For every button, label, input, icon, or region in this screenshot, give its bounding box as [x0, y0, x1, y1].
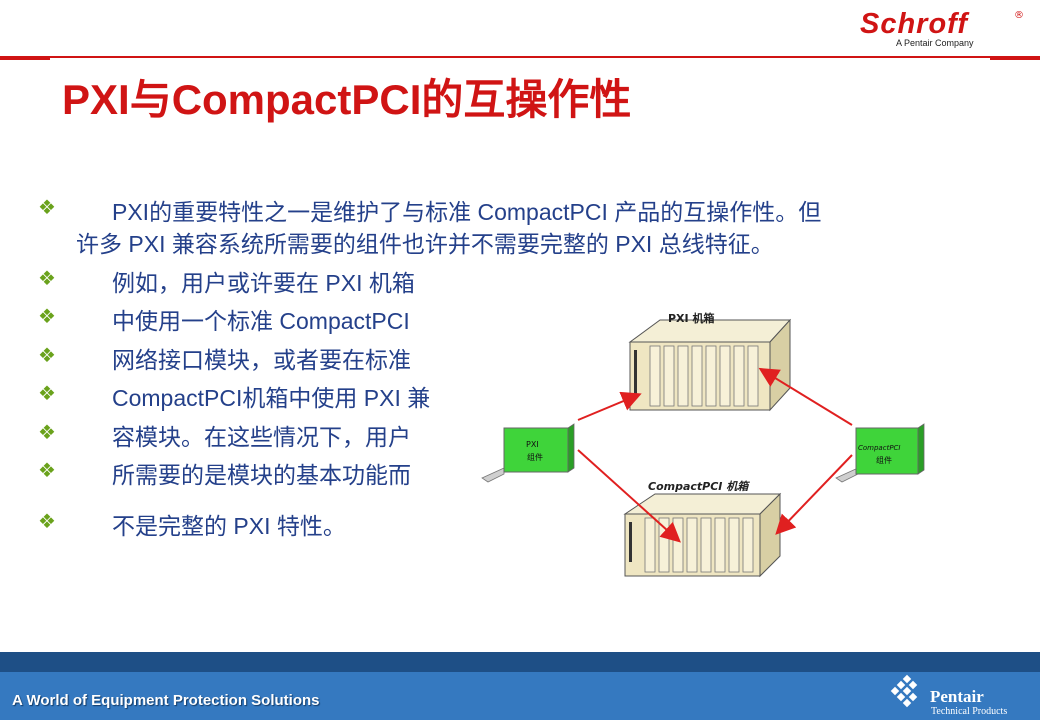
- header-rule: [0, 56, 1040, 58]
- bullet-text: 网络接口模块，或者要在标准: [112, 347, 411, 373]
- arrow-pxi-module-to-cpci-chassis: [577, 449, 681, 543]
- footer-bar: [0, 672, 1040, 720]
- bullet-text: PXI的重要特性之一是维护了与标准 CompactPCI 产品的互操作性。但: [112, 199, 822, 225]
- bullet-diamond-icon: ❖: [38, 304, 56, 328]
- bullet-diamond-icon: ❖: [38, 195, 56, 219]
- arrow-cpci-module-to-cpci-chassis: [775, 454, 853, 535]
- bullet-diamond-icon: ❖: [38, 458, 56, 482]
- schroff-logo: Schroff ® A Pentair Company: [860, 8, 1030, 52]
- diagram-backdrop: [470, 255, 490, 495]
- compactpci-chassis: [623, 492, 782, 578]
- bullet-text: CompactPCI机箱中使用 PXI 兼: [112, 385, 431, 411]
- compactpci-chassis-label: CompactPCI 机箱: [648, 480, 750, 493]
- footer-slogan: A World of Equipment Protection Solution…: [12, 692, 320, 709]
- compactpci-module: [835, 423, 925, 483]
- interoperability-diagram: PXI 机箱 CompactPCI 机箱 PXI 组件 CompactPCI 组…: [481, 311, 925, 578]
- bullet-text: 容模块。在这些情况下，用户: [112, 424, 411, 450]
- header-rule-right-accent: [990, 58, 1040, 60]
- bullet-diamond-icon: ❖: [38, 343, 56, 367]
- pentair-logo-icon: [890, 674, 918, 708]
- logo-brand: Schroff: [860, 8, 968, 40]
- footer-top-strip: [0, 652, 1040, 672]
- pxi-module-label-2: 组件: [527, 452, 543, 462]
- bullet-text: 所需要的是模块的基本功能而: [112, 462, 411, 488]
- compactpci-module-label-1: CompactPCI: [858, 444, 901, 452]
- pxi-chassis: [628, 318, 792, 412]
- pentair-company-subtitle: Technical Products: [931, 706, 1008, 717]
- pxi-chassis-label: PXI 机箱: [668, 311, 714, 325]
- compactpci-module-label-2: 组件: [876, 455, 892, 465]
- pxi-module: [481, 423, 575, 483]
- bullet-text-continuation: 许多 PXI 兼容系统所需要的组件也许并不需要完整的 PXI 总线特征。: [76, 231, 774, 257]
- bullet-diamond-icon: ❖: [38, 266, 56, 290]
- bullet-diamond-icon: ❖: [38, 381, 56, 405]
- pxi-module-label-1: PXI: [526, 440, 539, 449]
- bullet-diamond-icon: ❖: [38, 509, 56, 533]
- arrow-cpci-module-to-pxi-chassis: [758, 367, 853, 426]
- bullet-text: 不是完整的 PXI 特性。: [112, 513, 346, 539]
- bullet-text: 中使用一个标准 CompactPCI: [112, 308, 410, 334]
- logo-tagline: A Pentair Company: [896, 38, 974, 48]
- pentair-company-name: Pentair: [930, 687, 984, 706]
- logo-registered-mark: ®: [1014, 10, 1024, 21]
- arrow-pxi-module-to-pxi-chassis: [577, 391, 642, 421]
- bullet-diamond-icon: ❖: [38, 420, 56, 444]
- header-rule-left-accent: [0, 58, 50, 60]
- page-title: PXI与CompactPCI的互操作性: [62, 76, 632, 123]
- bullet-text: 例如，用户或许要在 PXI 机箱: [112, 270, 415, 296]
